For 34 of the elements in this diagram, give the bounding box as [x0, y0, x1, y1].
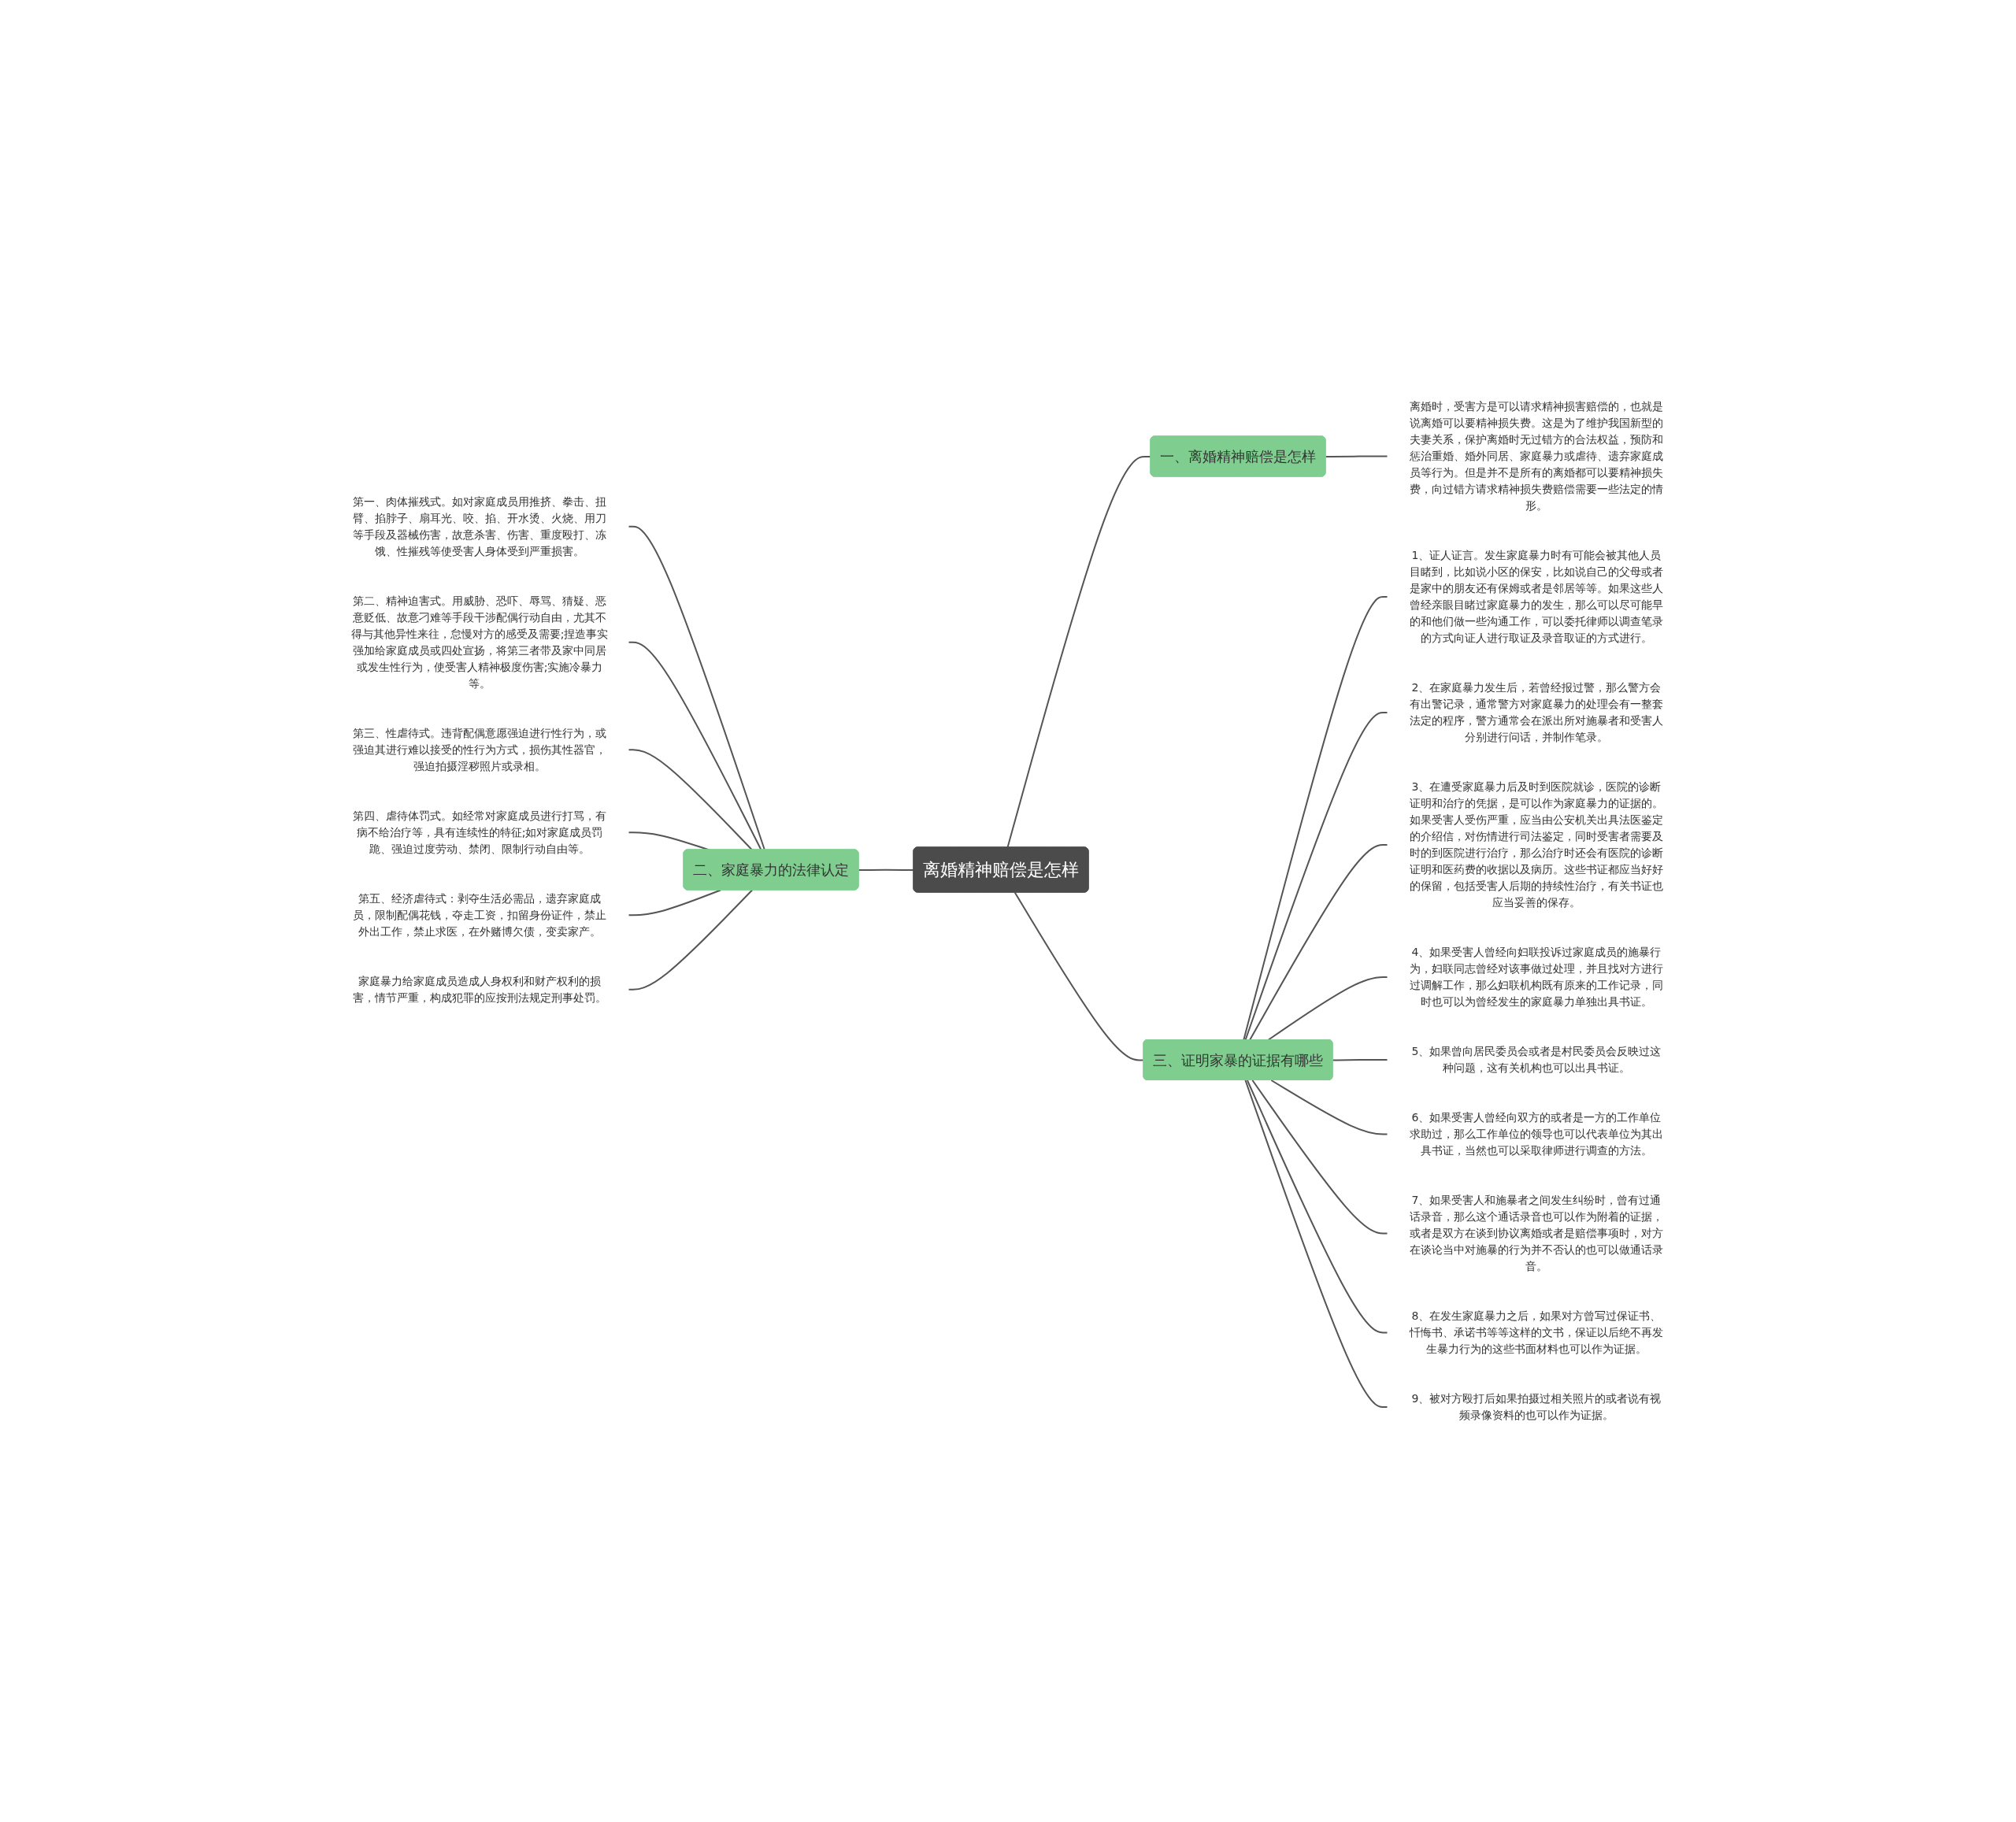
node-text: 1、证人证言。发生家庭暴力时有可能会被其他人员目睹到，比如说小区的保安，比如说自己的父母或者是家中的朋友还有保姆或者是邻居等等。如果这些人曾经亲眼目睹过家庭暴力的发生，那么可以尽可能早的和他们做一些沟通工作，可以委托律师以调查笔录的方式向证人进行取证及录音取证的方式进行。 [1410, 549, 1663, 644]
node-text: 7、如果受害人和施暴者之间发生纠纷时，曾有过通话录音，那么这个通话录音也可以作为附着的证据，或者是双方在谈到协议离婚或者是赔偿事项时，对方在谈论当中对施暴的行为并不否认的也可以做通话录音。 [1410, 1194, 1663, 1272]
connector [628, 525, 765, 851]
connector [1243, 596, 1388, 1041]
connector [1249, 844, 1388, 1041]
connector [1246, 1079, 1388, 1334]
node-text: 3、在遭受家庭暴力后及时到医院就诊，医院的诊断证明和治疗的凭据，是可以作为家庭暴力的证据的。如果受害人受伤严重，应当由公安机关出具法医鉴定的介绍信，对伤情进行司法鉴定，同时受害者需要及时的到医院进行治疗，那么治疗时还会有医院的诊断证明和医药费的收据以及病历。这些书证都应当好好的保留，包括受害人后期的持续性治疗，有关书证也应当妥善的保存。 [1410, 780, 1663, 909]
connector [1244, 712, 1388, 1041]
connector [858, 868, 915, 871]
node-text: 第三、性虐待式。违背配偶意愿强迫进行性行为，或强迫其进行难以接受的性行为方式，损伤其性器官，强迫拍摄淫秽照片或录相。 [353, 726, 606, 772]
node-text: 6、如果受害人曾经向双方的或者是一方的工作单位求助过，那么工作单位的领导也可以代表单位为其出具书证，当然也可以采取律师进行调查的方法。 [1410, 1111, 1663, 1157]
connector [628, 889, 722, 917]
node-text: 第五、经济虐待式：剥夺生活必需品，遗弃家庭成员，限制配偶花钱，夺走工资，扣留身份证件，禁止外出工作，禁止求医，在外赌博欠债，变卖家产。 [353, 891, 606, 938]
node-text: 4、如果受害人曾经向妇联投诉过家庭成员的施暴行为，妇联同志曾经对该事做过处理，并且找对方进行过调解工作，那么妇联机构既有原来的工作记录，同时也可以为曾经发生的家庭暴力单独出具书证。 [1410, 946, 1663, 1008]
node-text: 第一、肉体摧残式。如对家庭成员用推挤、拳击、扭臂、掐脖子、扇耳光、咬、掐、开水烫、火烧、用刀等手段及器械伤害，故意杀害、伤害、重度殴打、冻饿、性摧残等使受害人身体受到严重损害。 [353, 494, 606, 557]
node-text: 9、被对方殴打后如果拍摄过相关照片的或者说有视频录像资料的也可以作为证据。 [1411, 1392, 1662, 1421]
node-text: 5、如果曾向居民委员会或者是村民委员会反映过这种问题，这有关机构也可以出具书证。 [1411, 1045, 1662, 1074]
node-text: 家庭暴力给家庭成员造成人身权利和财产权利的损害，情节严重，构成犯罪的应按刑法规定刑事处罚。 [353, 974, 606, 1004]
connector [1325, 455, 1388, 457]
connector [628, 641, 762, 851]
connector [1332, 1059, 1388, 1061]
connector [1014, 891, 1145, 1061]
connector [1251, 1079, 1388, 1235]
connector [1270, 1079, 1388, 1135]
node-text: 第二、精神迫害式。用威胁、恐吓、辱骂、猜疑、恶意贬低、故意刁难等手段干涉配偶行动自由，尤其不得与其他异性来往，怠慢对方的感受及需要;捏造事实强加给家庭成员或四处宣扬，将第三者带及家中同居或发生性行为，使受害人精神极度伤害;实施冷暴力等。 [350, 594, 609, 690]
node-text: 离婚时，受害方是可以请求精神损害赔偿的，也就是说离婚可以要精神损失费。这是为了维护我国新型的夫妻关系，保护离婚时无过错方的合法权益，预防和惩治重婚、婚外同居、家庭暴力或虐待、遗弃家庭成员等行为。但是并不是所有的离婚都可以要精神损失费，向过错方请求精神损失费赔偿需要一些法定的情形。 [1410, 400, 1663, 512]
node-text: 第四、虐待体罚式。如经常对家庭成员进行打骂，有病不给治疗等，具有连续性的特征;如对家庭成员罚跪、强迫过度劳动、禁闭、限制行动自由等。 [353, 809, 606, 855]
node-text: 2、在家庭暴力发生后，若曾经报过警，那么警方会有出警记录，通常警方对家庭暴力的处理会有一整套法定的程序，警方通常会在派出所对施暴者和受害人分别进行问话，并制作笔录。 [1410, 681, 1663, 743]
connector [1244, 1079, 1388, 1408]
connector [1006, 455, 1152, 849]
connector [1267, 976, 1388, 1041]
connector [628, 749, 754, 851]
connector [628, 889, 754, 991]
node-text: 8、在发生家庭暴力之后，如果对方曾写过保证书、忏悔书、承诺书等等这样的文书，保证以后绝不再发生暴力行为的这些书面材料也可以作为证据。 [1410, 1309, 1663, 1355]
